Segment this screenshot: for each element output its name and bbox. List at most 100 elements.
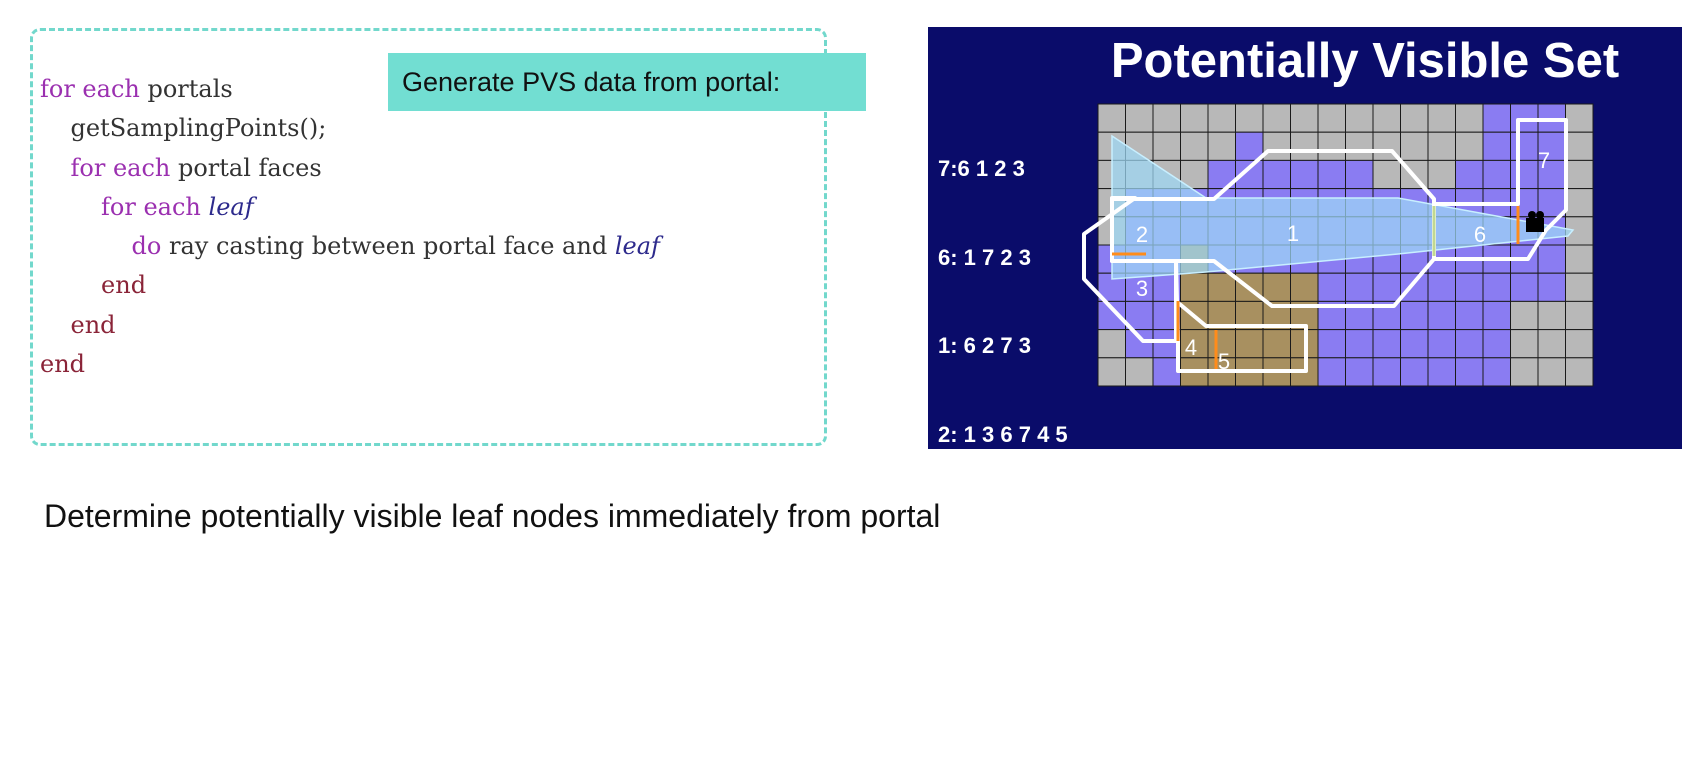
grid-cell	[1537, 300, 1566, 331]
code-line: for each portals	[40, 70, 660, 109]
code-variable: leaf	[208, 192, 254, 221]
code-keyword: for each	[70, 153, 171, 182]
grid-cell	[1400, 329, 1429, 359]
grid-cell	[1180, 131, 1209, 161]
grid-cell	[1097, 357, 1126, 387]
grid-cell	[1482, 103, 1511, 133]
grid-cell	[1125, 103, 1154, 133]
grid-cell	[1372, 272, 1401, 302]
grid-cell	[1455, 103, 1484, 133]
grid-cell	[1235, 131, 1264, 161]
grid-cell	[1345, 329, 1374, 359]
grid-cell	[1400, 103, 1429, 133]
region-label-6: 6	[1474, 222, 1486, 247]
grid-cell	[1400, 357, 1429, 387]
camera-icon	[1526, 218, 1544, 232]
grid-cell	[1455, 131, 1484, 161]
grid-cell	[1455, 272, 1484, 302]
grid-cell	[1317, 103, 1346, 133]
grid-cell	[1565, 329, 1594, 359]
grid-cell	[1537, 357, 1566, 387]
grid-cell	[1565, 272, 1594, 302]
code-line: do ray casting between portal face and l…	[40, 227, 660, 266]
grid-cell	[1290, 103, 1319, 133]
grid-cell	[1427, 329, 1456, 359]
pvs-list: 7:6 1 2 3 6: 1 7 2 3 1: 6 2 7 3 2: 1 3 6…	[938, 95, 1068, 774]
grid-cell	[1262, 272, 1291, 302]
grid-cell	[1565, 159, 1594, 190]
grid-cell	[1510, 329, 1539, 359]
code-text	[40, 232, 132, 260]
grid-cell	[1455, 159, 1484, 190]
grid-cell	[1345, 159, 1374, 190]
pvs-row: 2: 1 3 6 7 4 5	[938, 421, 1068, 447]
grid-cell	[1427, 272, 1456, 302]
pvs-row: 4: 3 5 2	[938, 687, 1013, 712]
pvs-row: 5: 4 3 2	[938, 598, 1013, 624]
code-keyword: end	[101, 271, 147, 300]
grid-cell	[1427, 159, 1456, 190]
grid-cell	[1372, 329, 1401, 359]
grid-cell	[1125, 357, 1154, 387]
grid-cell	[1455, 300, 1484, 331]
grid-cell	[1097, 329, 1126, 359]
region-label-3: 3	[1136, 276, 1148, 301]
grid-cell	[1345, 357, 1374, 387]
slide-caption: Determine potentially visible leaf nodes…	[44, 498, 941, 534]
code-text	[40, 154, 71, 182]
grid-cell	[1537, 244, 1566, 274]
code-line: end	[40, 345, 660, 384]
grid-cell	[1207, 103, 1236, 133]
code-keyword: do	[131, 232, 162, 261]
pvs-row: 6: 1 7 2 3	[938, 244, 1031, 270]
region-label-1: 1	[1287, 221, 1299, 246]
grid-cell	[1482, 131, 1511, 161]
grid-cell	[1400, 272, 1429, 302]
code-text: portal faces	[170, 153, 322, 182]
region-label-2: 2	[1136, 222, 1148, 247]
camera-icon	[1528, 211, 1536, 219]
grid-cell	[1510, 357, 1539, 387]
code-text: ray casting between portal face and	[161, 232, 615, 261]
room-outline-45	[1174, 259, 1308, 373]
grid-cell	[1290, 272, 1319, 302]
grid-cell	[1097, 103, 1126, 133]
grid-cell	[1372, 357, 1401, 387]
code-keyword: for each	[101, 192, 201, 221]
grid-cell	[1317, 272, 1346, 302]
grid-cell	[1482, 300, 1511, 331]
grid-cell	[1235, 103, 1264, 133]
grid-cell	[1482, 159, 1511, 190]
grid-cell	[1400, 300, 1429, 331]
code-line: end	[40, 266, 660, 305]
pvs-row: 7:6 1 2 3	[938, 156, 1025, 181]
grid-cell	[1537, 272, 1566, 302]
grid-cell	[1372, 159, 1401, 190]
grid-cell	[1262, 159, 1291, 190]
grid-cell	[1262, 329, 1291, 359]
grid-cell	[1207, 131, 1236, 161]
code-variable: leaf	[614, 232, 660, 261]
grid-cell	[1262, 131, 1291, 161]
grid-cell	[1455, 329, 1484, 359]
grid-cell	[1207, 272, 1236, 302]
grid-cell	[1565, 131, 1594, 161]
code-keyword: end	[40, 350, 86, 379]
code-text	[40, 271, 101, 299]
grid-cell	[1317, 131, 1346, 161]
code-line: for each portal faces	[40, 149, 660, 188]
grid-cell	[1345, 103, 1374, 133]
grid-cell	[1482, 329, 1511, 359]
grid-cell	[1537, 329, 1566, 359]
grid-cell	[1317, 357, 1346, 387]
room-outline-1	[1110, 149, 1436, 308]
grid-cell	[1152, 357, 1181, 387]
grid-cell	[1565, 300, 1594, 331]
code-line: for each leaf	[40, 188, 660, 227]
code-frame	[30, 28, 827, 446]
region-label-5: 5	[1218, 349, 1230, 374]
view-frustum	[1111, 134, 1575, 280]
grid-cell	[1510, 272, 1539, 302]
pvs-row: 1: 6 2 7 3	[938, 333, 1031, 358]
